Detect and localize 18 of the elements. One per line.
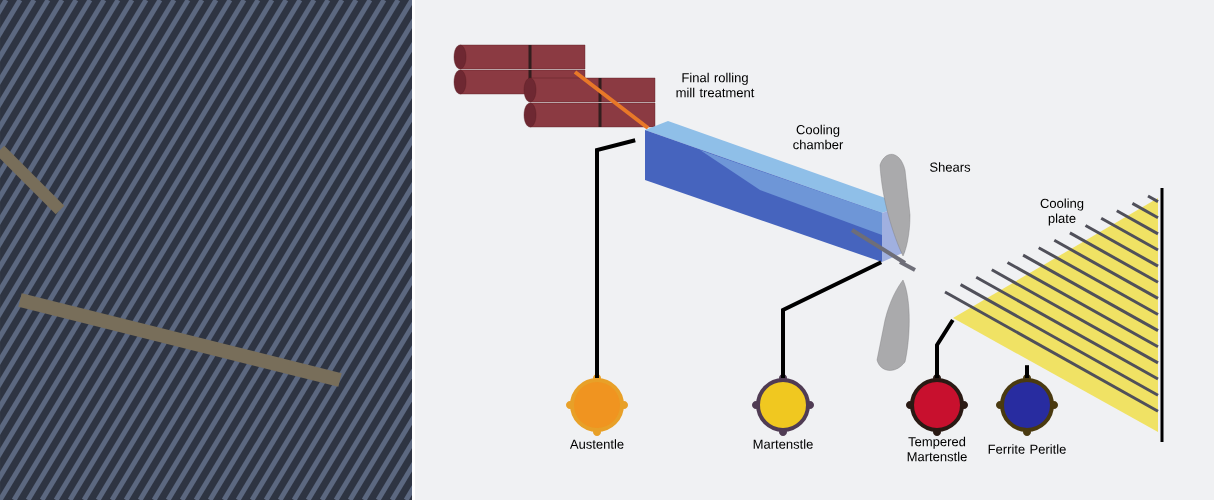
shears-drawing	[876, 154, 916, 371]
phase-circle	[906, 374, 968, 436]
node-label: Cooling chamber	[793, 124, 844, 150]
node-label: Cooling plate	[1040, 198, 1084, 226]
phase-circle	[752, 374, 814, 436]
phase-circle	[566, 374, 628, 436]
node-label: Ferrite Peritle	[988, 444, 1066, 454]
node-label: Final rolling mill treatment	[676, 72, 755, 98]
node-label: Martenstle	[753, 439, 813, 449]
node-label: Shears	[930, 162, 971, 172]
leader-line	[1025, 365, 1029, 378]
leader-line	[935, 318, 955, 378]
leader-line	[595, 138, 636, 378]
phase-circle	[996, 374, 1058, 436]
node-label: Austentle	[569, 439, 624, 449]
rolling-mill-drawing	[453, 44, 656, 130]
leader-line	[781, 260, 883, 378]
node-label: Tempered Martenstle	[907, 436, 967, 462]
